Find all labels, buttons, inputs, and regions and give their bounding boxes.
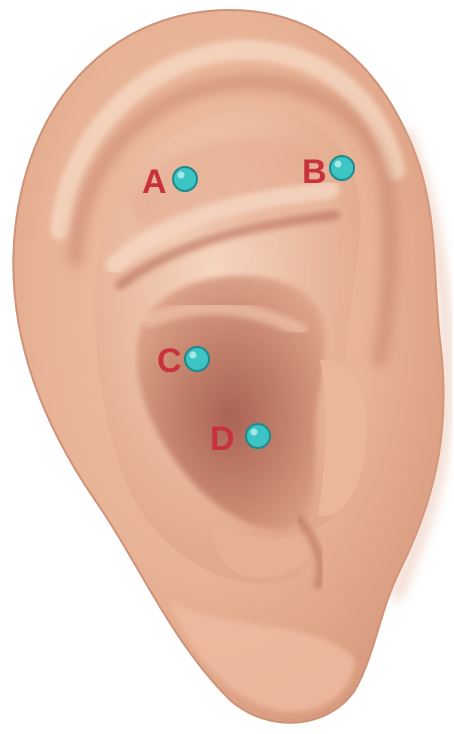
helix-crus [143,300,307,337]
antihelix-crus-shadow [115,210,340,290]
cheek-edge [390,128,452,602]
point-marker-a [172,166,198,192]
point-marker-highlight-d [250,428,258,436]
point-marker-highlight-a [177,171,185,179]
point-label-d: D [210,420,235,458]
intertragic-notch [296,516,325,589]
concha [136,275,325,531]
point-marker-highlight-b [334,160,342,168]
point-label-c: C [157,342,182,380]
point-markers: A B C D [142,153,355,458]
earlobe [170,600,355,712]
helix-rim [50,39,405,240]
point-marker-c [184,346,210,372]
antihelix-crus [106,181,339,274]
point-label-b: B [302,153,327,191]
triangular-fossa [130,138,326,230]
antitragus [213,520,330,578]
point-label-a: A [142,163,167,201]
point-marker-b [329,155,355,181]
scapha-groove [68,74,398,367]
point-marker-d [245,423,271,449]
tragus [318,359,367,516]
point-marker-highlight-c [189,351,197,359]
